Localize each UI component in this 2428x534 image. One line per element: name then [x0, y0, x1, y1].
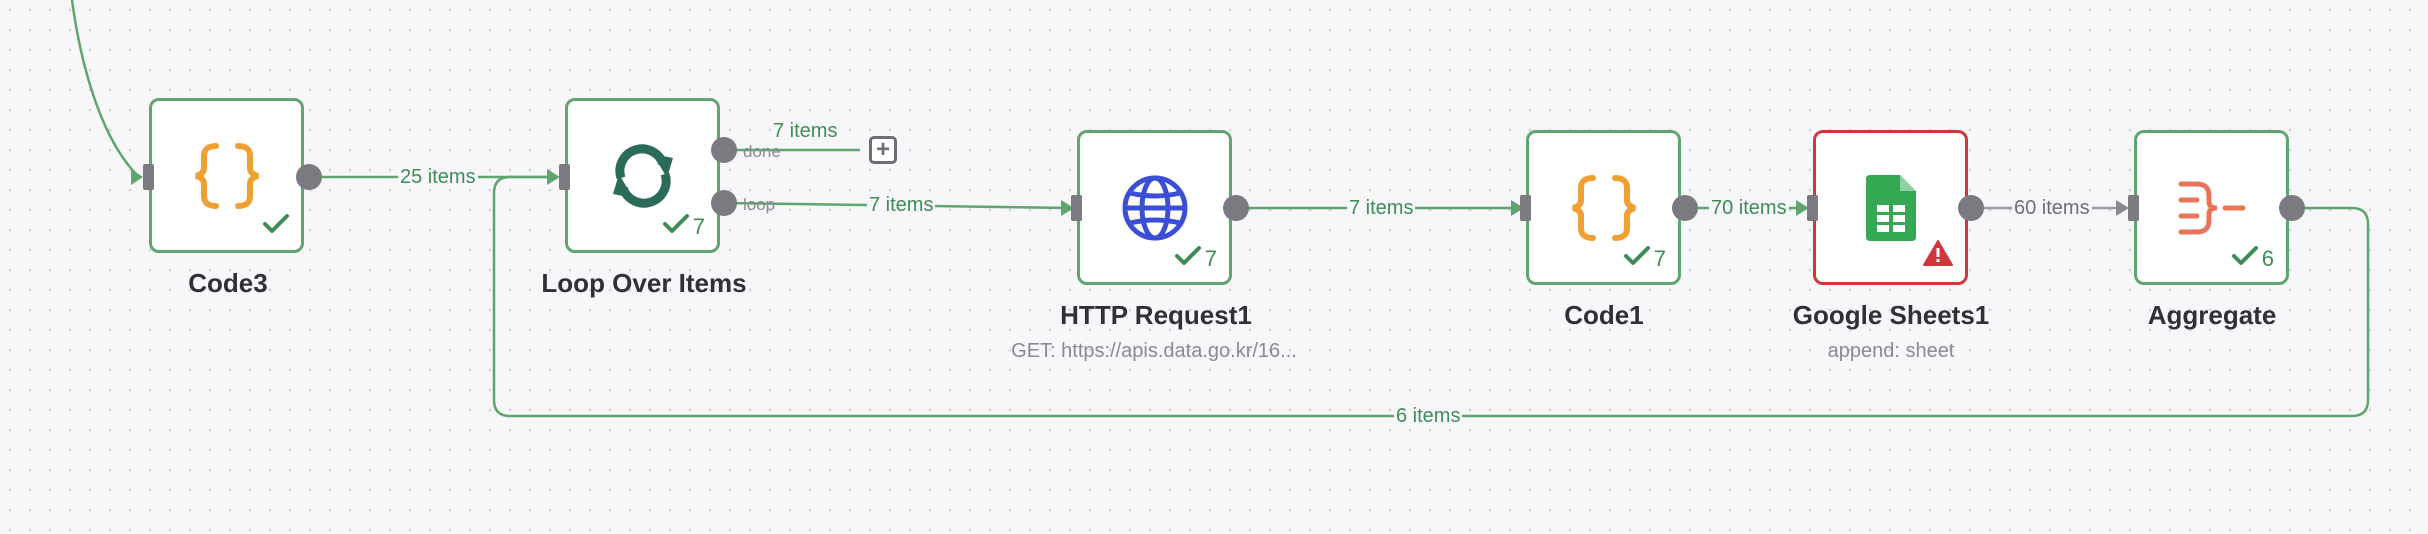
- aggregate-icon: [2137, 133, 2286, 282]
- output-handle-done[interactable]: [711, 137, 737, 163]
- output-handle-loop[interactable]: [711, 190, 737, 216]
- add-node-button[interactable]: +: [869, 136, 897, 164]
- code-braces-icon: [152, 101, 301, 250]
- input-handle[interactable]: [143, 164, 154, 190]
- success-badge: 7: [1174, 246, 1217, 272]
- check-icon: [1623, 246, 1650, 272]
- arrowhead: [547, 169, 560, 185]
- node-code1[interactable]: 7: [1526, 130, 1681, 285]
- edge-label-http-code1: 7 items: [1347, 197, 1416, 219]
- node-title: Code1: [1564, 300, 1644, 330]
- input-handle[interactable]: [1071, 195, 1082, 221]
- output-handle[interactable]: [1958, 195, 1984, 221]
- node-code3[interactable]: [149, 98, 304, 253]
- success-badge: 6: [2231, 246, 2274, 272]
- success-badge: 7: [1623, 246, 1666, 272]
- success-badge: [263, 214, 289, 240]
- node-title: HTTP Request1: [1060, 300, 1252, 330]
- run-count: 7: [1653, 246, 1666, 271]
- edge-label-loop-done: 7 items: [771, 120, 840, 142]
- incoming-connection: [70, 0, 141, 179]
- node-title: Loop Over Items: [541, 268, 747, 298]
- input-handle[interactable]: [2128, 195, 2139, 221]
- input-handle[interactable]: [1807, 195, 1818, 221]
- node-http-request[interactable]: 7: [1077, 130, 1232, 285]
- edge-label-code1-sheets: 70 items: [1709, 197, 1789, 219]
- node-title: Code3: [188, 268, 268, 298]
- check-icon: [2231, 246, 2258, 272]
- warning-icon: [1923, 240, 1953, 272]
- node-loop-over-items[interactable]: 7: [565, 98, 720, 253]
- node-subtitle: GET: https://apis.data.go.kr/16...: [1011, 340, 1297, 362]
- output-handle[interactable]: [2279, 195, 2305, 221]
- output-label-done: done: [743, 142, 781, 161]
- arrowhead: [2116, 200, 2129, 216]
- check-icon: [662, 214, 689, 240]
- output-handle[interactable]: [1672, 195, 1698, 221]
- globe-icon: [1080, 133, 1229, 282]
- google-sheets-icon: [1816, 133, 1965, 282]
- arrowhead: [1511, 200, 1524, 216]
- node-aggregate[interactable]: 6: [2134, 130, 2289, 285]
- edge-label-aggregate-loop: 6 items: [1394, 405, 1463, 427]
- arrowhead: [1796, 200, 1809, 216]
- check-icon: [1174, 246, 1201, 272]
- run-count: 7: [1204, 246, 1217, 271]
- edge-label-code3-loop: 25 items: [398, 166, 478, 188]
- edge-label-sheets-aggregate: 60 items: [2012, 197, 2092, 219]
- code-braces-icon: [1529, 133, 1678, 282]
- edge-label-loop-http: 7 items: [867, 194, 936, 216]
- output-handle[interactable]: [1223, 195, 1249, 221]
- loop-arrows-icon: [568, 101, 717, 250]
- node-title: Google Sheets1: [1792, 300, 1990, 330]
- run-count: 6: [2261, 246, 2274, 271]
- run-count: 7: [692, 214, 705, 239]
- success-badge: 7: [662, 214, 705, 240]
- input-handle[interactable]: [559, 164, 570, 190]
- check-icon: [263, 214, 289, 240]
- arrowhead: [131, 169, 143, 185]
- arrowhead: [1061, 200, 1074, 216]
- input-handle[interactable]: [1520, 195, 1531, 221]
- error-badge: [1923, 240, 1953, 272]
- output-label-loop: loop: [743, 195, 776, 214]
- node-title: Aggregate: [2147, 300, 2277, 330]
- node-subtitle: append: sheet: [1827, 340, 1955, 362]
- node-google-sheets[interactable]: [1813, 130, 1968, 285]
- output-handle[interactable]: [296, 164, 322, 190]
